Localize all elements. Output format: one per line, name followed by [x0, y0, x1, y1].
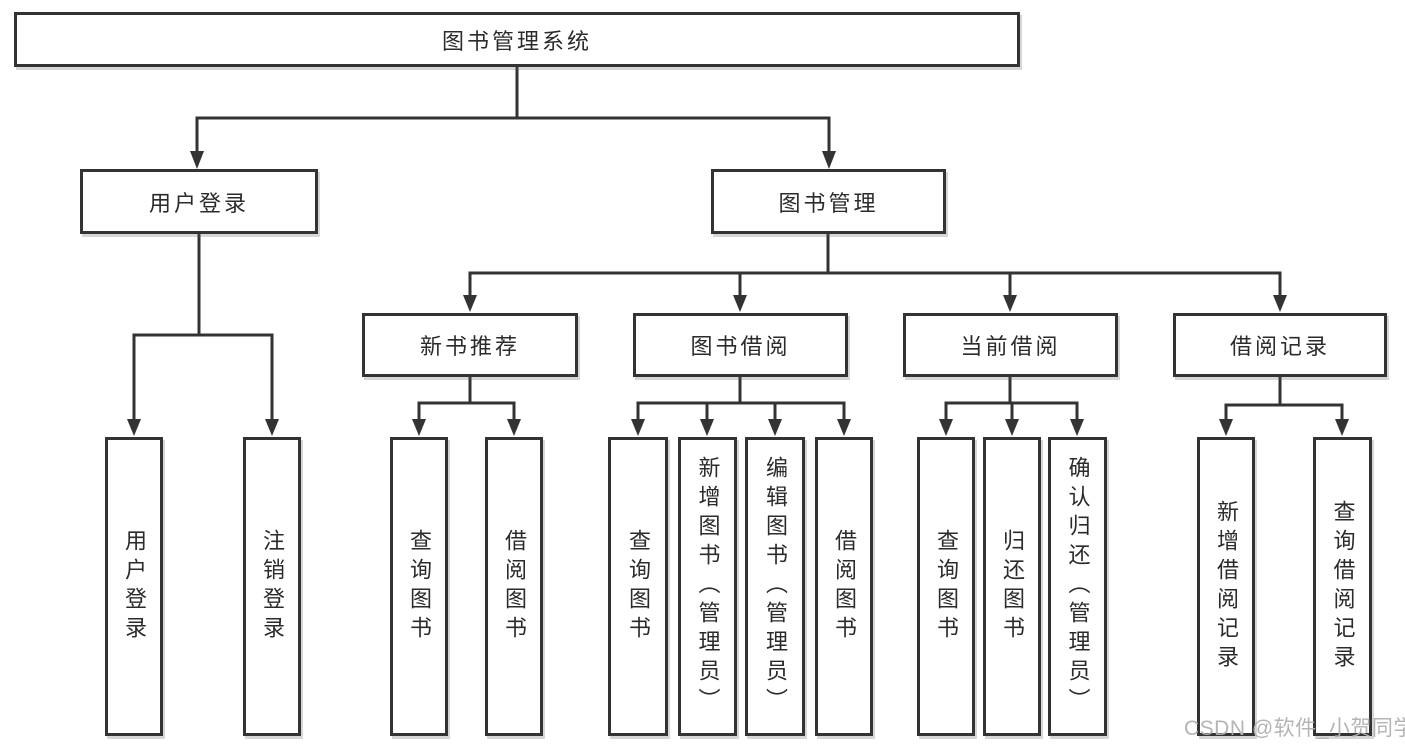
leaf-query-books-recommend: 查询图书	[390, 437, 448, 736]
leaf-confirm-return-admin: 确认归还（管理员）	[1048, 437, 1107, 736]
leaf-user-login: 用户登录	[105, 437, 163, 736]
node-label: 借阅记录	[1229, 334, 1330, 359]
leaf-query-books-borrow: 查询图书	[608, 437, 668, 736]
node-user-login: 用户登录	[80, 169, 318, 234]
leaf-add-borrow-record: 新增借阅记录	[1197, 437, 1255, 736]
leaf-edit-book-admin: 编辑图书（管理员）	[745, 437, 805, 736]
node-current-borrow: 当前借阅	[903, 313, 1118, 377]
leaf-borrow-books-recommend: 借阅图书	[485, 437, 543, 736]
leaf-borrow-books: 借阅图书	[815, 437, 873, 736]
node-label: 图书管理系统	[441, 28, 592, 54]
leaf-add-book-admin: 新增图书（管理员）	[678, 437, 737, 736]
node-label: 图书借阅	[690, 334, 791, 359]
node-label: 图书管理	[778, 190, 879, 216]
node-label: 新书推荐	[419, 334, 520, 359]
node-book-management: 图书管理	[711, 169, 946, 234]
leaf-logout: 注销登录	[243, 437, 301, 736]
node-book-borrow: 图书借阅	[633, 313, 848, 377]
node-label: 用户登录	[148, 190, 249, 216]
node-library-management-system: 图书管理系统	[14, 12, 1020, 67]
leaf-return-book: 归还图书	[983, 437, 1041, 736]
node-label: 当前借阅	[960, 334, 1061, 359]
leaf-query-borrow-record: 查询借阅记录	[1313, 437, 1372, 736]
arrowheads	[127, 151, 1349, 436]
node-borrow-records: 借阅记录	[1173, 313, 1387, 377]
leaf-query-books-current: 查询图书	[917, 437, 975, 736]
node-new-book-recommend: 新书推荐	[362, 313, 578, 377]
csdn-watermark: CSDN @软件_小贺同学	[1184, 717, 1405, 740]
